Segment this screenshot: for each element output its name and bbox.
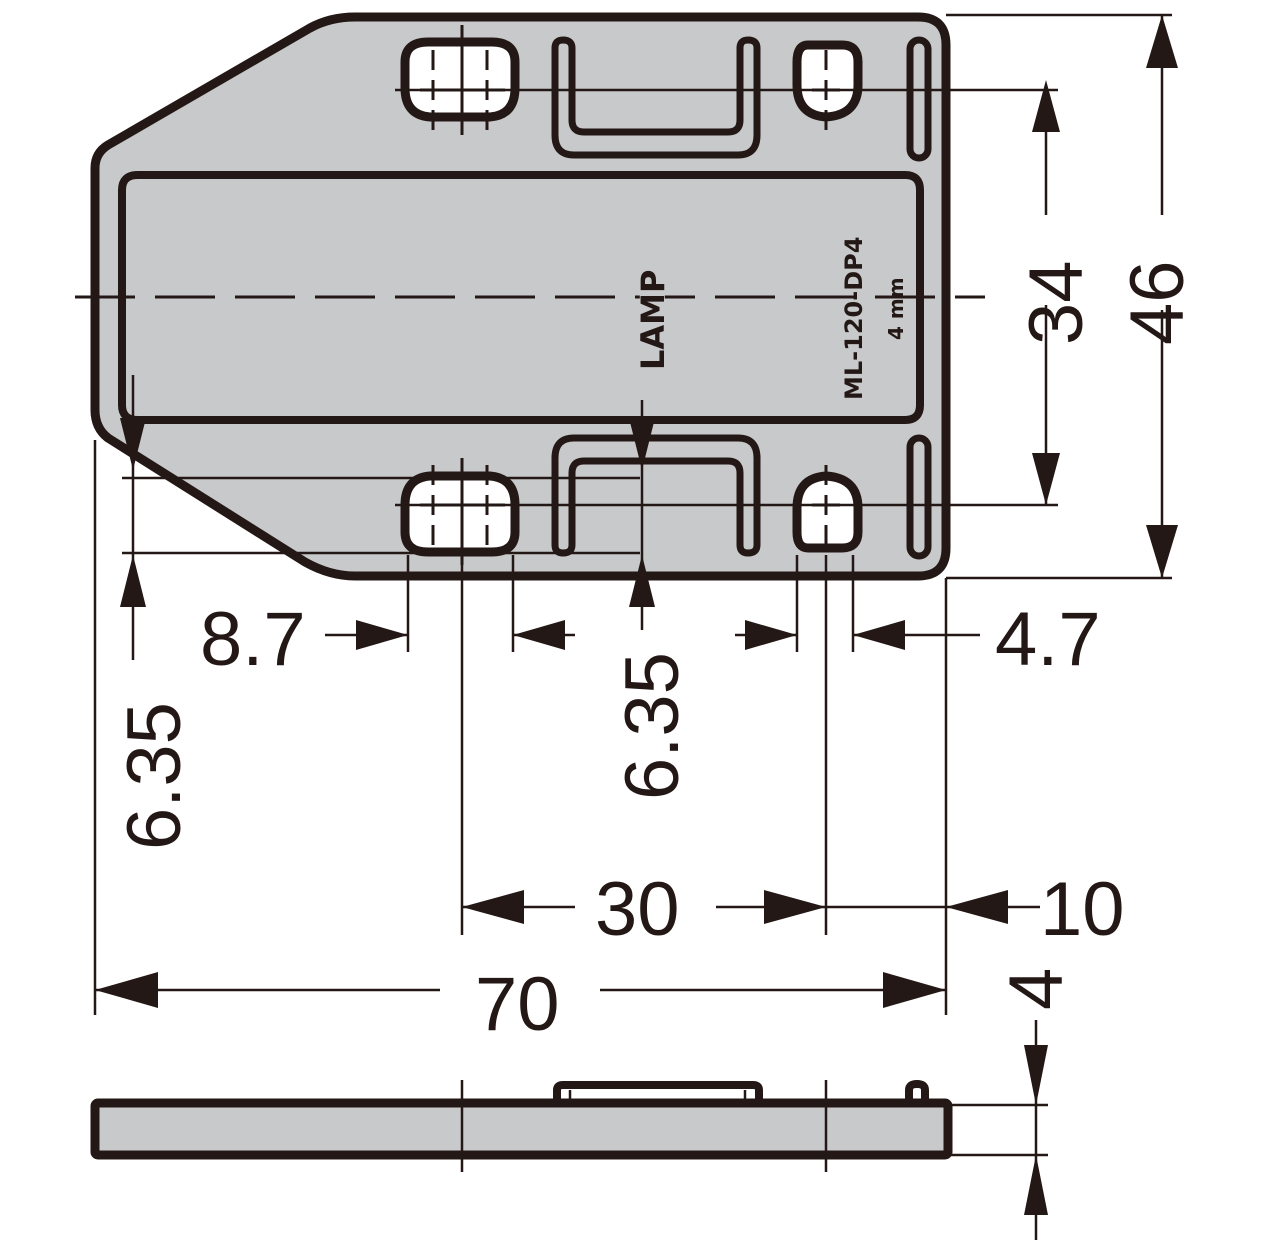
u-slot-top bbox=[551, 36, 761, 159]
slot-top-right bbox=[906, 36, 932, 162]
dim-4-thickness: 4 bbox=[994, 968, 1079, 1010]
slot-width-dimensions: 8.7 4.7 bbox=[200, 555, 1101, 682]
thickness-mark: 4 mm bbox=[884, 277, 908, 340]
u-slot-bottom bbox=[551, 434, 761, 557]
dim-70: 70 bbox=[475, 962, 560, 1047]
hole-top-left bbox=[400, 37, 520, 122]
dim-10: 10 bbox=[1040, 867, 1125, 952]
hole-bottom-left bbox=[400, 471, 520, 557]
dim-4-7: 4.7 bbox=[995, 597, 1101, 682]
part-number-mark: ML-120-DP4 bbox=[840, 237, 868, 400]
side-small-boss bbox=[905, 1080, 929, 1103]
right-dimensions: 34 46 bbox=[946, 13, 1200, 580]
slot-bottom-right bbox=[906, 434, 932, 560]
side-plate bbox=[90, 1098, 953, 1160]
center-offset-dimension: 6.35 bbox=[610, 400, 695, 800]
plan-view: LAMP ML-120-DP4 4 mm bbox=[75, 12, 1058, 581]
side-u-boss bbox=[553, 1081, 763, 1103]
brand-mark: LAMP bbox=[634, 270, 672, 370]
side-view: 4 bbox=[90, 968, 1079, 1240]
inner-panel bbox=[118, 171, 924, 424]
horizontal-dimensions: 30 10 70 bbox=[93, 440, 1125, 1047]
dim-34: 34 bbox=[1014, 260, 1099, 345]
dim-6-35-center: 6.35 bbox=[610, 652, 695, 800]
dim-30: 30 bbox=[595, 867, 680, 952]
dim-46: 46 bbox=[1115, 260, 1200, 345]
dim-8-7: 8.7 bbox=[200, 597, 306, 682]
left-offset-dimension: 6.35 bbox=[112, 375, 640, 850]
dim-6-35-left: 6.35 bbox=[112, 702, 197, 850]
